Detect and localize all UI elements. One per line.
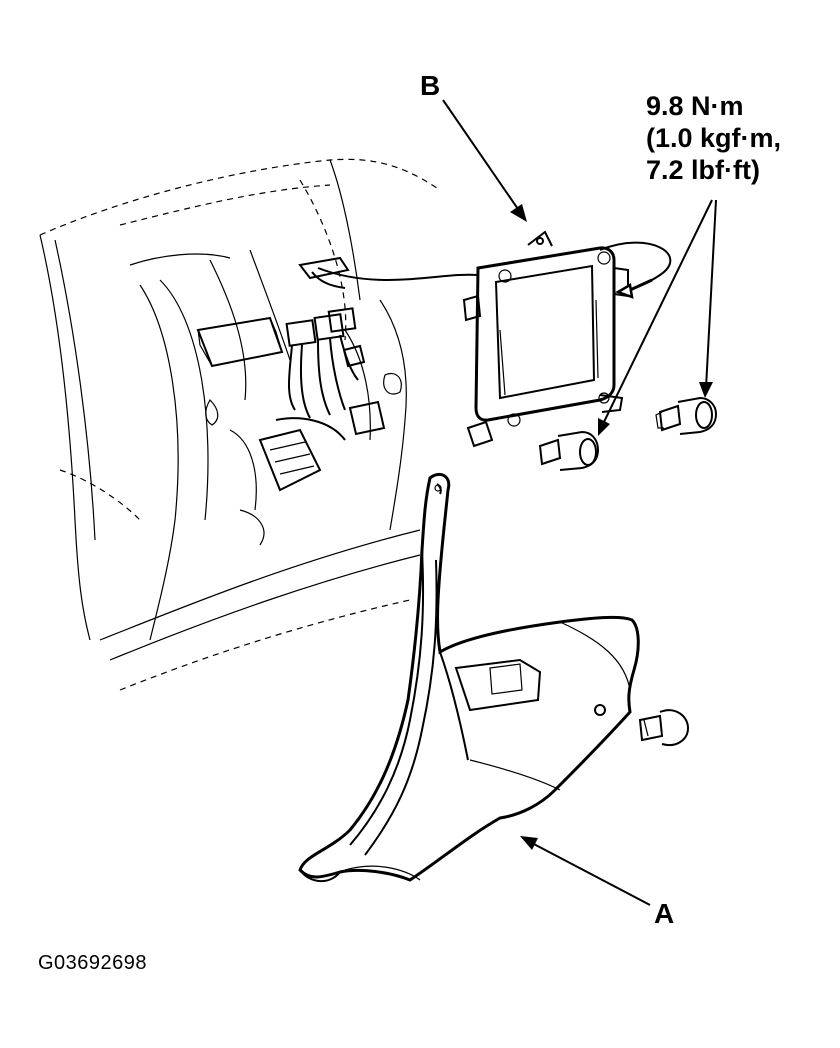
control-unit-b bbox=[311, 230, 629, 448]
wiring-harness-connectors bbox=[258, 256, 386, 492]
torque-line-lbfft: 7.2 lbf·ft) bbox=[646, 155, 760, 185]
bolt-lower-middle bbox=[538, 430, 600, 471]
leader-arrow-b bbox=[442, 99, 527, 222]
leader-arrow-a bbox=[520, 836, 651, 906]
clip-fastener bbox=[638, 709, 690, 746]
vehicle-body-outline bbox=[39, 158, 441, 691]
figure-id: G03692698 bbox=[38, 952, 148, 974]
leader-arrow-torque-2 bbox=[598, 199, 713, 436]
leader-arrow-torque-1 bbox=[699, 199, 717, 398]
callout-label-b: B bbox=[420, 70, 441, 101]
relay-module bbox=[196, 316, 284, 368]
connector-wire-loop bbox=[599, 241, 672, 299]
torque-specification: 9.8 N·m (1.0 kgf·m, 7.2 lbf·ft) bbox=[646, 90, 781, 186]
bolt-upper-right bbox=[655, 396, 718, 435]
torque-line-kgfm: (1.0 kgf·m, bbox=[646, 123, 782, 153]
torque-line-nm: 9.8 N·m bbox=[646, 91, 744, 121]
callout-label-a: A bbox=[654, 898, 675, 929]
cover-panel-a bbox=[298, 473, 640, 883]
